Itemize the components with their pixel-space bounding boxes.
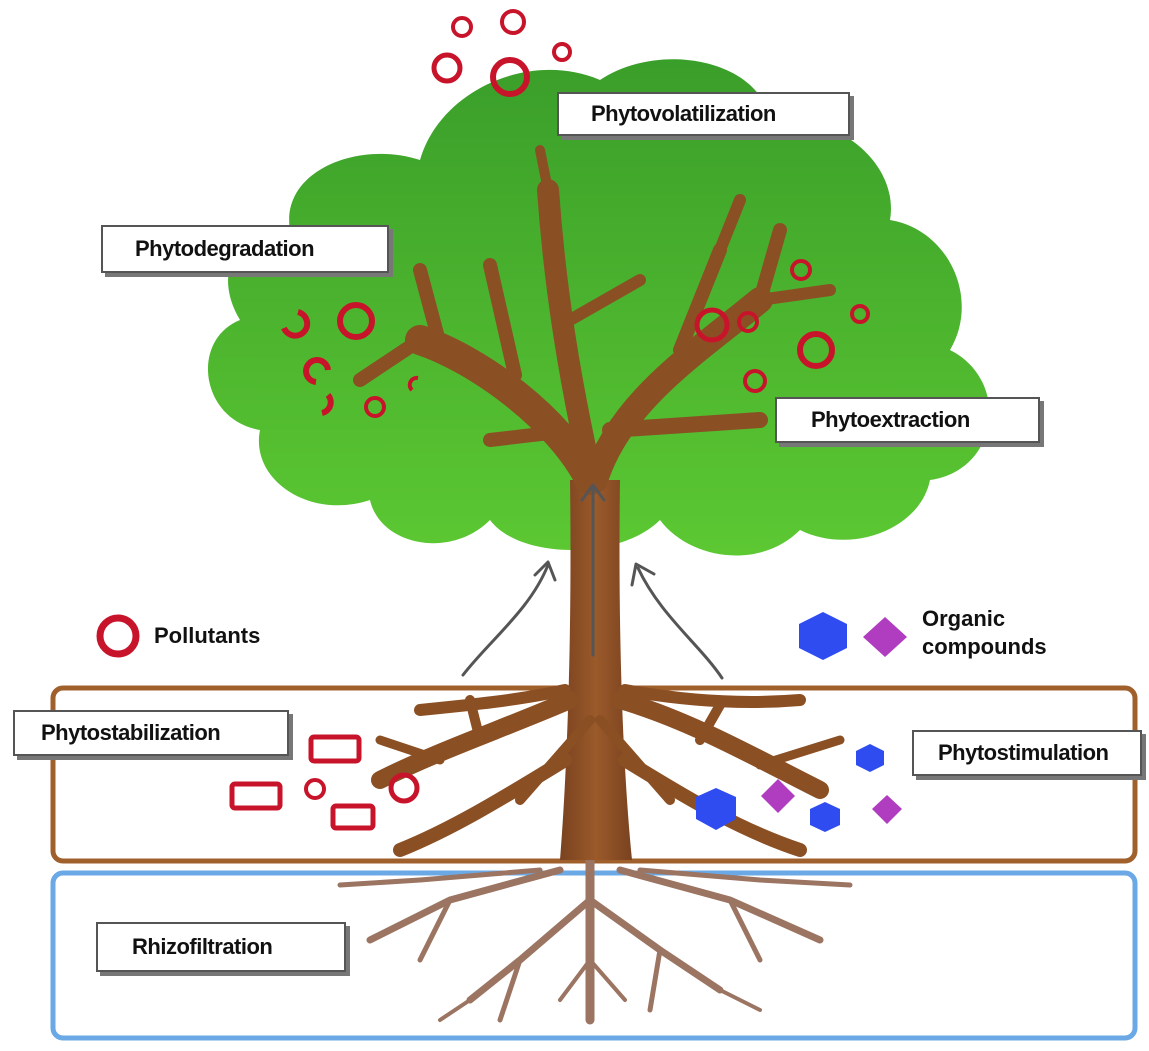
label-text: Phytostimulation xyxy=(938,740,1109,765)
pollutant-circle xyxy=(500,9,526,35)
legend-organic-label: Organic compounds xyxy=(922,605,1047,661)
legend-organic-line2: compounds xyxy=(922,634,1047,659)
organic-hexagon xyxy=(856,744,884,772)
pollutant-circle xyxy=(337,302,375,340)
pollutant-circle xyxy=(743,369,767,393)
organic-compounds-soil xyxy=(696,744,902,832)
pollutant-circle xyxy=(451,16,473,38)
pollutant-arc xyxy=(303,357,331,385)
legend-organic-line1: Organic xyxy=(922,606,1006,631)
label-text: Phytodegradation xyxy=(135,236,315,261)
organic-diamond xyxy=(872,795,902,824)
pollutant-circle xyxy=(364,396,386,418)
label-text: Rhizofiltration xyxy=(132,934,273,959)
pollutant-circle xyxy=(694,307,730,343)
label-phytostimulation: Phytostimulation xyxy=(912,730,1142,776)
label-phytovolatilization: Phytovolatilization xyxy=(557,92,850,136)
legend-icons xyxy=(96,612,907,660)
pollutant-circle xyxy=(552,42,572,62)
legend-pollutants-text: Pollutants xyxy=(154,623,261,648)
legend-hexagon-icon xyxy=(799,612,847,660)
pollutant-circle xyxy=(431,52,463,84)
pollutants-soil xyxy=(229,734,420,831)
fine-roots xyxy=(337,855,853,1025)
label-phytoextraction: Phytoextraction xyxy=(775,397,1040,443)
pollutant-arc xyxy=(407,375,419,392)
legend-pollutant-icon xyxy=(96,614,140,658)
legend-diamond-icon xyxy=(863,617,907,657)
organic-diamond xyxy=(761,779,795,813)
pollutant-circle xyxy=(388,772,420,804)
pollutants-canopy xyxy=(281,9,870,418)
pollutant-bound-rect xyxy=(229,781,283,811)
pollutant-circle xyxy=(790,259,812,281)
label-phytostabilization: Phytostabilization xyxy=(13,710,289,756)
pollutant-bound-rect xyxy=(308,734,362,764)
uptake-arrows xyxy=(461,483,724,680)
pollutant-circle xyxy=(797,331,835,369)
tree-trunk xyxy=(353,145,845,860)
organic-hexagon xyxy=(810,802,840,832)
pollutant-circle xyxy=(850,304,870,324)
label-text: Phytostabilization xyxy=(41,720,221,745)
pollutant-circle xyxy=(737,311,759,333)
label-text: Phytoextraction xyxy=(811,407,970,432)
legend-pollutants-label: Pollutants xyxy=(154,622,260,650)
pollutant-arc xyxy=(321,393,334,416)
organic-hexagon xyxy=(696,788,736,830)
label-rhizofiltration: Rhizofiltration xyxy=(96,922,346,972)
pollutant-bound-rect xyxy=(330,803,376,831)
pollutant-circle xyxy=(490,57,530,97)
pollutant-arc xyxy=(281,309,311,339)
label-text: Phytovolatilization xyxy=(591,101,776,126)
label-phytodegradation: Phytodegradation xyxy=(101,225,389,273)
pollutant-circle xyxy=(304,778,326,800)
